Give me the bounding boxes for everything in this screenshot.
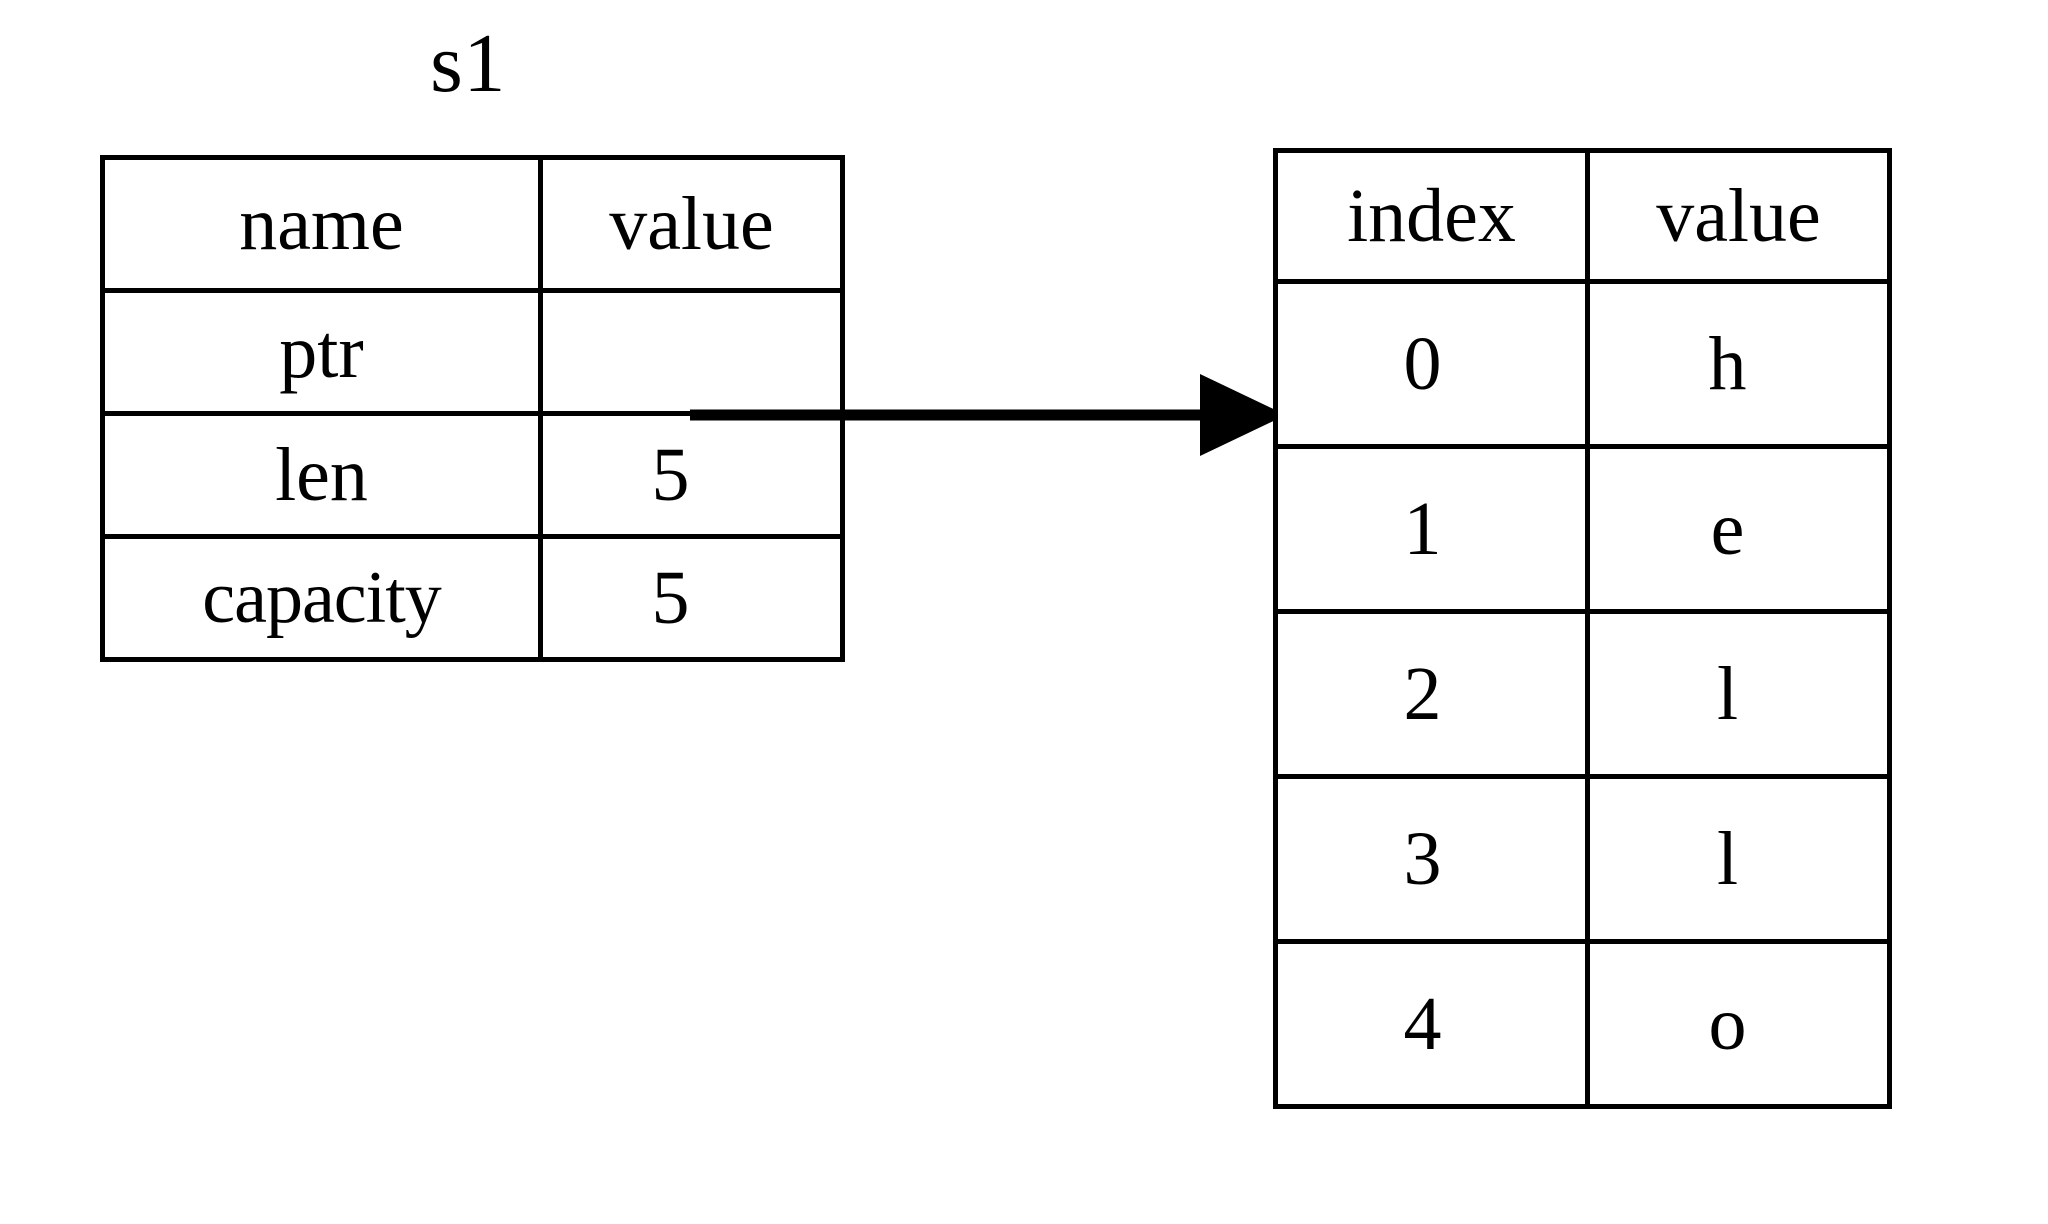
buffer-index-1: 1 xyxy=(1273,444,1590,614)
buffer-value-4: o xyxy=(1585,939,1892,1109)
struct-table-header-row: name value xyxy=(100,155,845,293)
table-row: 0 h xyxy=(1273,279,1892,449)
struct-field-name-len: len xyxy=(100,411,543,539)
table-row: 3 l xyxy=(1273,774,1892,944)
struct-field-name-capacity: capacity xyxy=(100,534,543,662)
struct-field-value-capacity: 5 xyxy=(538,534,845,662)
buffer-value-2: l xyxy=(1585,609,1892,779)
buffer-index-2: 2 xyxy=(1273,609,1590,779)
table-row: 1 e xyxy=(1273,444,1892,614)
buffer-value-3: l xyxy=(1585,774,1892,944)
buffer-header-value: value xyxy=(1585,148,1892,284)
buffer-index-3: 3 xyxy=(1273,774,1590,944)
struct-field-value-len: 5 xyxy=(538,411,845,539)
table-row: ptr xyxy=(100,288,845,416)
struct-field-name-ptr: ptr xyxy=(100,288,543,416)
struct-header-value: value xyxy=(538,155,845,293)
table-row: len 5 xyxy=(100,411,845,539)
struct-header-name: name xyxy=(100,155,543,293)
buffer-value-0: h xyxy=(1585,279,1892,449)
struct-table: name value ptr len 5 capacity 5 xyxy=(100,155,845,662)
buffer-index-4: 4 xyxy=(1273,939,1590,1109)
buffer-index-0: 0 xyxy=(1273,279,1590,449)
struct-table-title: s1 xyxy=(430,17,506,110)
table-row: 4 o xyxy=(1273,939,1892,1109)
table-row: 2 l xyxy=(1273,609,1892,779)
buffer-header-index: index xyxy=(1273,148,1590,284)
buffer-value-1: e xyxy=(1585,444,1892,614)
buffer-table: index value 0 h 1 e 2 l 3 l 4 o xyxy=(1273,148,1892,1109)
buffer-table-header-row: index value xyxy=(1273,148,1892,284)
struct-field-value-ptr xyxy=(538,288,845,416)
table-row: capacity 5 xyxy=(100,534,845,662)
